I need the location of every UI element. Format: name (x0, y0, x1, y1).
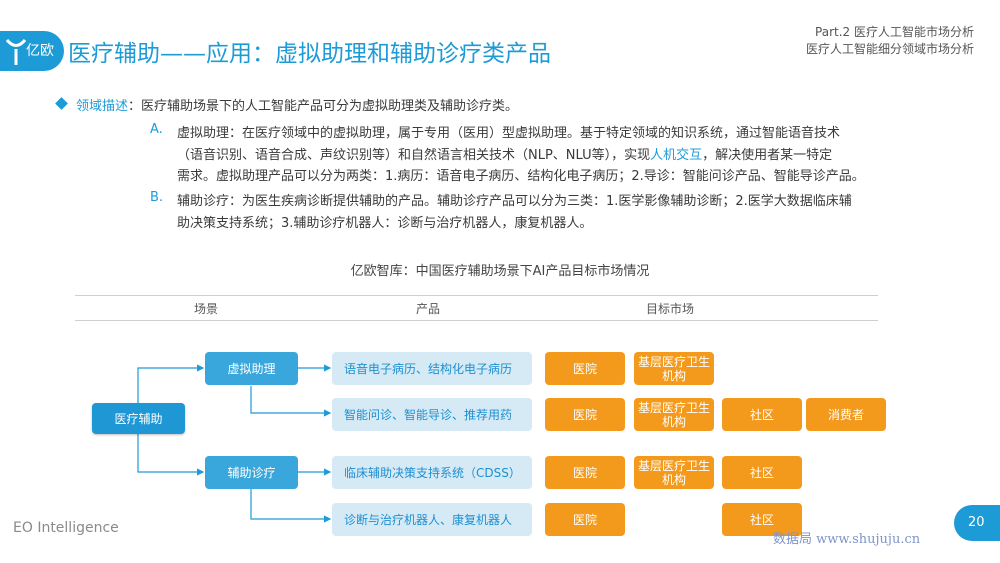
target-community: 社区 (722, 398, 802, 431)
page-number-badge (954, 505, 1000, 541)
product-cdss: 临床辅助决策支持系统（CDSS） (332, 456, 532, 489)
section-line-2: 医疗人工智能细分领域市场分析 (805, 42, 974, 56)
target-community: 社区 (722, 503, 802, 536)
brand-footer: EO Intelligence (13, 520, 119, 536)
lead-text: ：医疗辅助场景下的人工智能产品可分为虚拟助理类及辅助诊疗类。 (128, 99, 519, 114)
header-rule-top (75, 295, 878, 296)
item-a-line-2-post: ，解决使用者某一特定 (702, 148, 833, 163)
logo-tab (0, 31, 64, 71)
header-rule-bottom (75, 320, 878, 321)
column-scene: 场景 (194, 302, 219, 316)
node-assisted-diagnosis: 辅助诊疗 (205, 456, 298, 489)
item-b-line-1: 辅助诊疗：为医生疾病诊断提供辅助的产品。辅助诊疗产品可以分为三类：1.医学影像辅… (177, 194, 852, 209)
node-virtual-assistant: 虚拟助理 (205, 352, 298, 385)
target-primary-care: 基层医疗卫生机构 (634, 352, 714, 385)
diagram-caption: 亿欧智库：中国医疗辅助场景下AI产品目标市场情况 (350, 264, 650, 279)
section-label: Part.2 医疗人工智能市场分析 医疗人工智能细分领域市场分析 (806, 24, 974, 58)
target-consumer: 消费者 (806, 398, 886, 431)
section-line-1: Part.2 医疗人工智能市场分析 (815, 25, 974, 39)
page-number: 20 (968, 515, 985, 530)
item-a-line-1: 虚拟助理：在医疗领域中的虚拟助理，属于专用（医用）型虚拟助理。基于特定领域的知识… (177, 126, 841, 141)
node-medical-assist: 医疗辅助 (92, 403, 185, 434)
item-a-line-2: （语音识别、语音合成、声纹识别等）和自然语言相关技术（NLP、NLU等），实现人… (177, 144, 832, 163)
target-hospital: 医院 (545, 503, 625, 536)
lead-paragraph: 领域描述：医疗辅助场景下的人工智能产品可分为虚拟助理类及辅助诊疗类。 (76, 95, 518, 114)
page-title: 医疗辅助——应用：虚拟助理和辅助诊疗类产品 (68, 41, 551, 67)
target-primary-care: 基层医疗卫生机构 (634, 456, 714, 489)
logo-icon (5, 38, 27, 65)
item-a-line-2-pre: （语音识别、语音合成、声纹识别等）和自然语言相关技术（NLP、NLU等），实现 (177, 148, 651, 163)
product-emr: 语音电子病历、结构化电子病历 (332, 352, 532, 385)
item-b-marker: B. (150, 190, 164, 205)
product-smart-triage: 智能问诊、智能导诊、推荐用药 (332, 398, 532, 431)
lead-label: 领域描述 (76, 99, 129, 114)
target-primary-care: 基层医疗卫生机构 (634, 398, 714, 431)
target-community: 社区 (722, 456, 802, 489)
target-hospital: 医院 (545, 456, 625, 489)
target-hospital: 医院 (545, 352, 625, 385)
hci-link[interactable]: 人机交互 (650, 148, 703, 163)
column-product: 产品 (416, 302, 441, 316)
item-a-marker: A. (150, 122, 163, 137)
item-b-line-2: 助决策支持系统；3.辅助诊疗机器人：诊断与治疗机器人，康复机器人。 (177, 216, 593, 231)
item-a-line-3: 需求。虚拟助理产品可以分为两类：1.病历：语音电子病历、结构化电子病历；2.导诊… (177, 169, 865, 184)
logo-text: 亿欧 (26, 43, 54, 59)
watermark: 数据局 www.shujuju.cn (773, 532, 921, 547)
target-hospital: 医院 (545, 398, 625, 431)
column-market: 目标市场 (646, 302, 695, 316)
product-robots: 诊断与治疗机器人、康复机器人 (332, 503, 532, 536)
